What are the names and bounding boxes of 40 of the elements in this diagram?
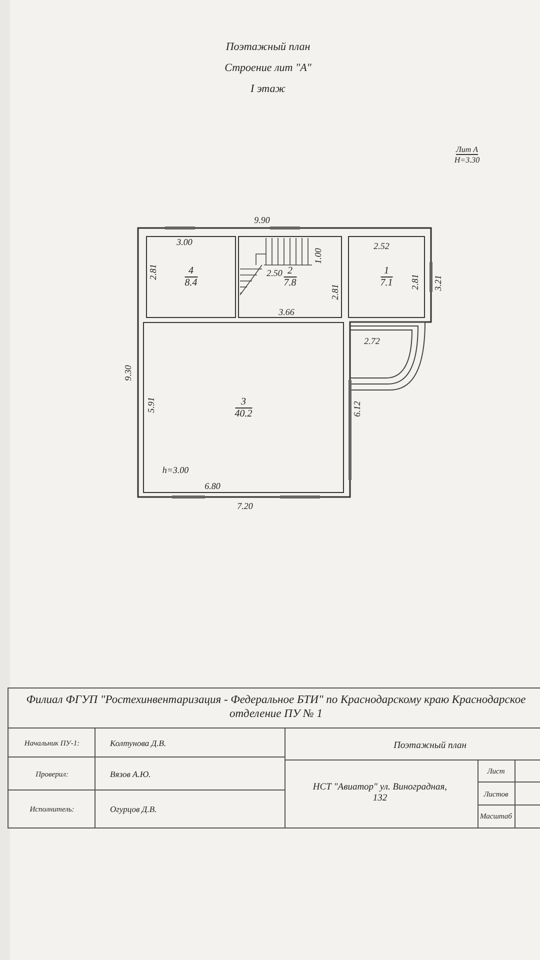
dimension-text: 2.52	[374, 240, 390, 250]
person-name: Вязов А.Ю.	[110, 769, 151, 779]
plan-title: Поэтажный план	[226, 41, 310, 53]
building-height: Н=3.30	[454, 156, 480, 164]
address-text: НСТ "Авиатор" ул. Виноградная, 132	[312, 782, 448, 806]
dimension-text: 2.50	[266, 268, 282, 278]
building-letter: Лит А	[456, 145, 478, 155]
dimension-text: 3.21	[433, 275, 443, 291]
document-title: Поэтажный план	[394, 741, 466, 751]
dimension-text: 9.30	[123, 365, 133, 381]
dimension-text: 2.81	[410, 274, 420, 290]
person-name: Колтунова Д.В.	[110, 738, 166, 748]
room	[146, 236, 236, 318]
room-area: 40.2	[234, 408, 252, 419]
organization-header: Филиал ФГУП "Ростехинвентаризация - Федеральное БТИ" по Краснодарскому краю Краснодарское отделение ПУ № 1	[25, 694, 527, 722]
room-area: 7.8	[284, 278, 296, 288]
dimension-text: 7.20	[237, 501, 253, 511]
room-area: 7.1	[380, 278, 393, 288]
room	[143, 322, 344, 493]
room-area: 8.4	[184, 278, 198, 288]
dimension-text: 6.80	[204, 480, 220, 490]
dimension-text: 6.12	[352, 401, 362, 417]
building-subtitle: Строение лит "А"	[224, 62, 312, 74]
dimension-text: 9.90	[254, 215, 270, 225]
room-number: 1	[380, 266, 393, 278]
room-number: 4	[184, 266, 198, 278]
dimension-text: 3.66	[278, 306, 294, 316]
dimension-text: 2.81	[148, 264, 158, 280]
ceiling-height: h=3.00	[162, 464, 189, 474]
floor-label: I этаж	[250, 83, 286, 95]
room-number: 3	[234, 396, 252, 408]
room	[348, 236, 425, 318]
person-name: Огурцов Д.В.	[110, 804, 157, 814]
dimension-text: 2.81	[330, 284, 340, 300]
dimension-text: 5.91	[146, 396, 156, 412]
dimension-text: 3.00	[176, 236, 192, 246]
room	[238, 236, 342, 318]
dimension-text: 1.00	[312, 248, 322, 264]
dimension-text: 2.72	[364, 336, 380, 346]
room-number: 2	[284, 266, 296, 278]
